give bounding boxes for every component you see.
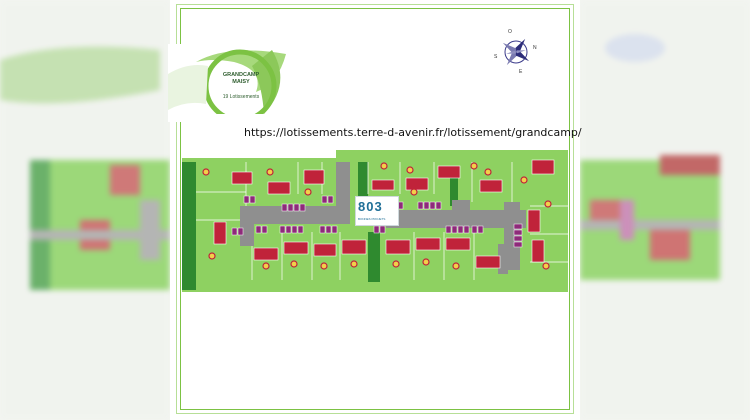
compass-north-label: N: [533, 45, 537, 51]
developer-badge: 803 BONNES PROJETS: [355, 196, 399, 226]
house-roofs: [213, 159, 555, 269]
grandcamp-logo: GRANDCAMP MAISY 19 Lotissements: [168, 44, 288, 123]
inner-frame: [180, 8, 570, 410]
lot-markers: [202, 162, 552, 270]
badge-tagline: BONNES PROJETS: [358, 217, 386, 221]
compass-rose-icon: O N S E: [492, 28, 540, 76]
leaf-logo-graphic: [168, 49, 288, 123]
logo-title-line2: MAISY: [232, 79, 250, 85]
logo-subtitle: 19 Lotissements: [222, 94, 260, 100]
parking-bays: [231, 195, 523, 248]
hedge-west: [182, 162, 196, 290]
right-background-blur: [580, 0, 750, 420]
compass-south-label: S: [494, 54, 498, 60]
compass-east-label: E: [519, 69, 523, 75]
hedge-center-top: [358, 162, 368, 196]
logo-title-line1: GRANDCAMP: [222, 72, 260, 78]
left-background-blur: [0, 0, 170, 420]
compass-west-label: O: [508, 29, 512, 35]
project-url[interactable]: https://lotissements.terre-d-avenir.fr/l…: [244, 126, 582, 139]
internal-roads: [240, 162, 526, 274]
badge-number: 803: [358, 199, 383, 214]
outer-frame: [176, 4, 574, 414]
hedge-east-strip: [450, 178, 458, 206]
hedge-center-bottom: [368, 232, 380, 282]
